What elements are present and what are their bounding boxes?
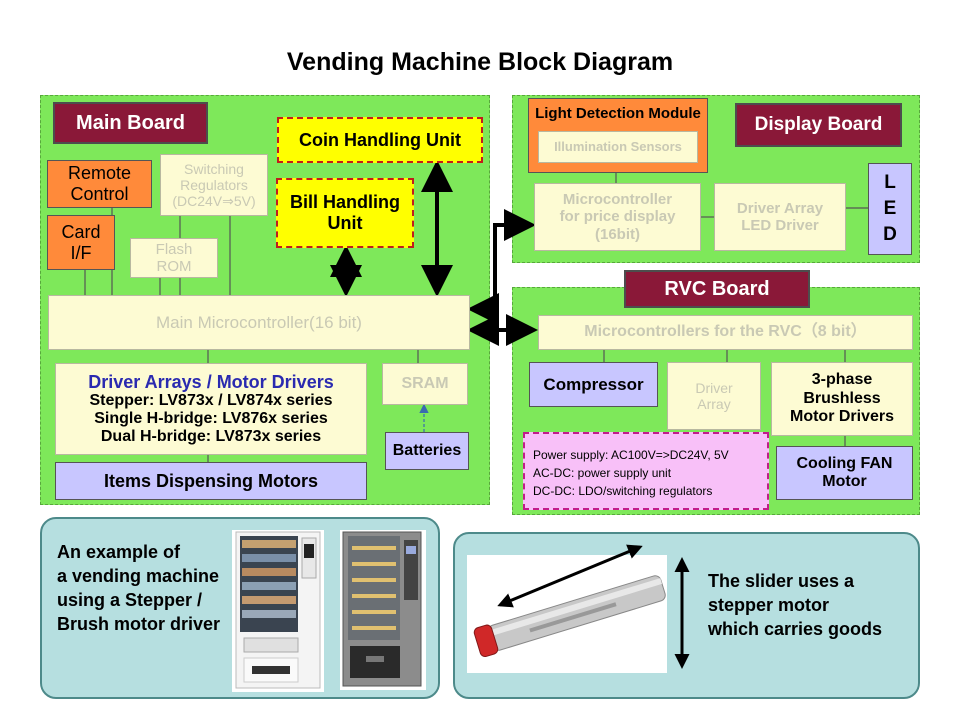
mcu-price-line3: (16bit) (595, 225, 640, 243)
slider-line3: which carries goods (708, 619, 883, 639)
driver-arrays-block: Driver Arrays / Motor Drivers Stepper: L… (55, 363, 367, 455)
remote-control-line2: Control (70, 184, 129, 204)
sram-block: SRAM (382, 363, 468, 405)
driver-arrays-line1: Stepper: LV873x / LV874x series (89, 392, 333, 409)
batteries-block: Batteries (385, 432, 469, 470)
switching-regulators-line2: Regulators (180, 176, 248, 193)
main-microcontroller: Main Microcontroller(16 bit) (48, 295, 470, 350)
switching-regulators-line3: (DC24V⇒5V) (172, 193, 256, 210)
slider-text: The slider uses a stepper motor which ca… (708, 569, 913, 641)
card-if-line1: Card (61, 221, 101, 242)
bill-handling-unit: Bill Handling Unit (276, 178, 414, 248)
remote-control-line1: Remote (67, 163, 132, 184)
example-line1: An example of (57, 542, 181, 562)
vending-machine-image-glass (340, 530, 426, 690)
led-letter-e: E (883, 198, 897, 219)
compressor-block: Compressor (529, 362, 658, 407)
display-board-header: Display Board (735, 103, 902, 147)
driver-arrays-line2: Single H-bridge: LV876x series (94, 410, 328, 427)
led-driver-array: Driver Array LED Driver (714, 183, 846, 251)
switching-regulators-block: Switching Regulators (DC24V⇒5V) (160, 154, 268, 216)
power-note-line3: DC-DC: LDO/switching regulators (533, 484, 713, 498)
slider-line1: The slider uses a (708, 571, 855, 591)
example-line4: Brush motor driver (57, 614, 221, 634)
mcu-price-line1: Microcontroller (562, 191, 673, 209)
led-driver-line1: Driver Array (736, 199, 824, 217)
cooling-fan-line2: Motor (822, 473, 867, 490)
rvc-driver-array: Driver Array (667, 362, 761, 430)
power-note-line2: AC-DC: power supply unit (533, 466, 672, 480)
page-title: Vending Machine Block Diagram (286, 48, 674, 76)
led-block: L E D (868, 163, 912, 255)
flash-rom-block: Flash ROM (130, 238, 218, 278)
microcontroller-price-display: Microcontroller for price display (16bit… (534, 183, 701, 251)
power-note-line1: Power supply: AC100V=>DC24V, 5V (533, 448, 729, 462)
items-dispensing-motors: Items Dispensing Motors (55, 462, 367, 500)
led-driver-line2: LED Driver (741, 217, 819, 234)
brushless-line1: 3-phase (811, 371, 873, 389)
rvc-board-header: RVC Board (624, 270, 810, 308)
main-board-header: Main Board (53, 102, 208, 144)
light-detection-label: Light Detection Module (535, 105, 701, 122)
coin-handling-unit: Coin Handling Unit (277, 117, 483, 163)
rvc-driver-line2: Array (697, 396, 731, 412)
driver-arrays-line3: Dual H-bridge: LV873x series (100, 428, 322, 445)
microcontrollers-rvc: Microcontrollers for the RVC（8 bit） (538, 315, 913, 350)
led-letter-l: L (884, 172, 896, 193)
driver-arrays-heading: Driver Arrays / Motor Drivers (88, 372, 334, 392)
example-line3: using a Stepper / (57, 590, 203, 610)
rvc-driver-line1: Driver (695, 379, 733, 396)
switching-regulators-line1: Switching (184, 160, 244, 177)
cooling-fan-motor: Cooling FAN Motor (776, 446, 913, 500)
bill-handling-line2: Unit (327, 213, 363, 233)
example-line2: a vending machine (57, 566, 220, 586)
light-detection-module: Light Detection Module Illumination Sens… (528, 98, 708, 173)
card-if-block: Card I/F (47, 215, 115, 270)
remote-control-block: Remote Control (47, 160, 152, 208)
brushless-line2: Brushless (803, 389, 881, 407)
slider-line2: stepper motor (708, 595, 830, 615)
flash-rom-line1: Flash (155, 240, 193, 258)
bill-handling-line1: Bill Handling (290, 192, 400, 213)
power-supply-note: Power supply: AC100V=>DC24V, 5V AC-DC: p… (523, 432, 769, 510)
brushless-motor-drivers: 3-phase Brushless Motor Drivers (771, 362, 913, 436)
mcu-price-line2: for price display (559, 208, 676, 226)
vending-example-text: An example of a vending machine using a … (57, 540, 232, 636)
card-if-line2: I/F (70, 242, 92, 263)
led-letter-d: D (883, 224, 897, 245)
cooling-fan-line1: Cooling FAN (796, 454, 893, 472)
vending-machine-image-white (232, 530, 324, 692)
flash-rom-line2: ROM (156, 258, 192, 275)
illumination-sensors: Illumination Sensors (538, 131, 698, 163)
brushless-line3: Motor Drivers (789, 408, 895, 426)
